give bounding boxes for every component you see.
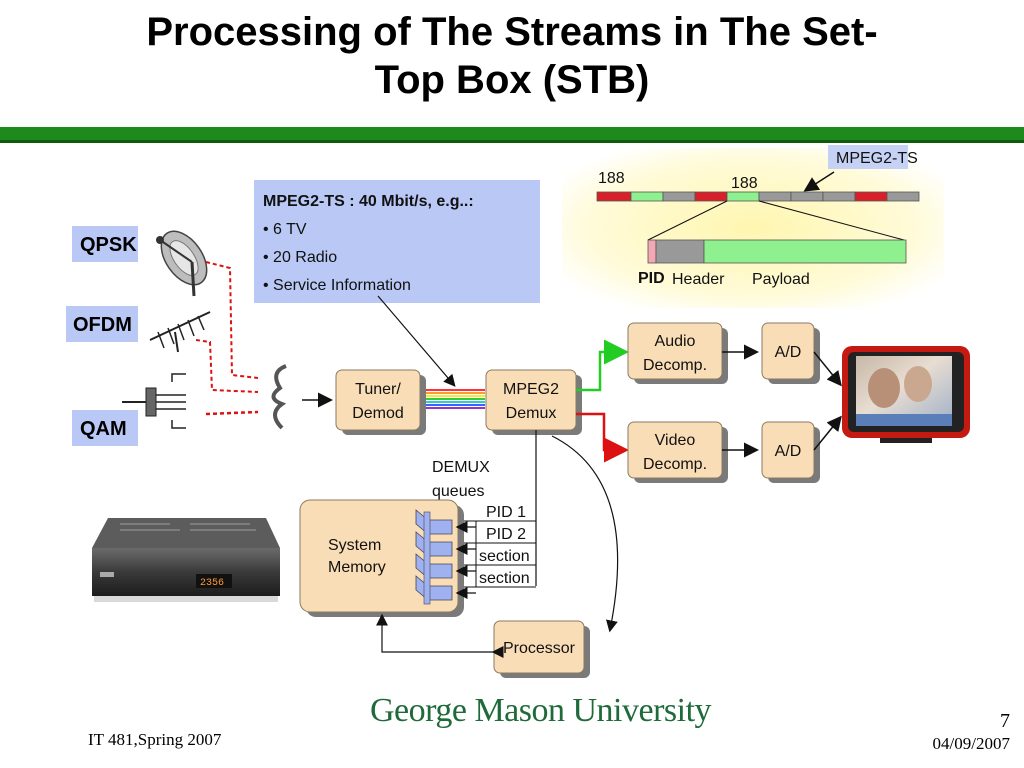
terrestrial-antenna-icon	[149, 311, 211, 353]
info-box	[254, 180, 540, 303]
ts-header-label: Header	[672, 271, 725, 288]
ts-len-left: 188	[598, 170, 625, 187]
ofdm-label: OFDM	[73, 314, 132, 336]
stb-display-readout: 2356	[200, 578, 224, 589]
queue-rows	[460, 520, 536, 588]
memory-label-2: Memory	[328, 559, 386, 576]
slide-title: Processing of The Streams in The Set- To…	[0, 8, 1024, 104]
tuner-label-1: Tuner/	[355, 381, 401, 398]
ts-tag-arrow	[803, 171, 835, 192]
ad-audio-block	[761, 322, 815, 380]
info-item-2: • 20 Radio	[263, 249, 337, 266]
demux-to-processor-arrow	[551, 435, 619, 633]
mpeg2-demux-block	[485, 369, 577, 431]
zoom-line-left	[647, 200, 728, 241]
queue-row-4: section	[479, 570, 530, 587]
qam-label: QAM	[80, 418, 127, 440]
ts-len-mid: 188	[731, 175, 758, 192]
title-divider-shadow	[0, 140, 1024, 143]
cable-connector-icon	[122, 373, 186, 429]
gmu-logo-text: George Mason University	[370, 692, 712, 729]
info-item-3: • Service Information	[263, 277, 411, 294]
set-top-box-icon: 2356	[92, 518, 280, 602]
ts-rainbow-bus	[426, 389, 485, 409]
ad-video-label: A/D	[775, 443, 802, 460]
processor-label: Processor	[503, 640, 576, 657]
title-line-2: Top Box (STB)	[374, 58, 650, 102]
television-icon	[842, 346, 970, 443]
title-line-1: Processing of The Streams in The Set-	[146, 10, 878, 54]
ts-header-field	[655, 239, 705, 264]
ts-stream-strip	[596, 191, 920, 202]
audio-path-arrow	[576, 339, 629, 392]
queue-row-2: PID 2	[486, 526, 526, 543]
tuner-demod-block	[335, 369, 421, 431]
ts-payload-field	[703, 239, 907, 264]
ts-pid-field	[647, 239, 657, 264]
tuner-label-2: Demod	[352, 405, 404, 422]
footer-date: 04/09/2007	[932, 734, 1010, 753]
ts-pid-label: PID	[638, 270, 665, 287]
signal-qpsk-line	[205, 261, 259, 379]
qam-box	[72, 410, 138, 446]
demux-label-2: Demux	[506, 405, 557, 422]
ad-audio-label: A/D	[775, 344, 802, 361]
qpsk-label: QPSK	[80, 234, 137, 256]
signal-ofdm-line	[195, 339, 259, 393]
demux-label-1: MPEG2	[503, 381, 559, 398]
ts-tag-box	[828, 145, 908, 169]
queue-buffers	[415, 509, 453, 605]
info-arrow	[377, 295, 456, 387]
memory-label-1: System	[328, 537, 381, 554]
page-number: 7	[1000, 710, 1010, 732]
ad-audio-to-tv-arrow	[813, 351, 842, 387]
video-path-arrow	[576, 412, 629, 463]
ofdm-box	[66, 306, 138, 342]
queue-input-arrows	[455, 521, 476, 599]
footer-course: IT 481,Spring 2007	[88, 730, 222, 749]
ts-glow	[562, 148, 944, 308]
qpsk-box	[72, 226, 138, 262]
satellite-dish-icon	[156, 230, 208, 297]
video-label-1: Video	[655, 432, 696, 449]
audio-label-2: Decomp.	[643, 357, 707, 374]
memory-processor-link	[376, 613, 504, 658]
ad-video-to-tv-arrow	[813, 415, 842, 451]
audio-label-1: Audio	[655, 333, 696, 350]
demux-queues-label-1: DEMUX	[432, 459, 490, 476]
input-switch-icon	[271, 364, 287, 430]
ts-payload-label: Payload	[752, 271, 810, 288]
video-label-2: Decomp.	[643, 456, 707, 473]
zoom-line-right	[758, 200, 905, 241]
info-item-1: • 6 TV	[263, 221, 307, 238]
info-heading: MPEG2-TS : 40 Mbit/s, e.g..:	[263, 193, 474, 210]
signal-qam-line	[205, 410, 259, 416]
title-divider	[0, 127, 1024, 140]
queue-row-3: section	[479, 548, 530, 565]
ts-tag-label: MPEG2-TS	[836, 150, 918, 167]
demux-queues-label-2: queues	[432, 483, 485, 500]
audio-decomp-block	[627, 322, 723, 380]
queue-row-1: PID 1	[486, 504, 526, 521]
